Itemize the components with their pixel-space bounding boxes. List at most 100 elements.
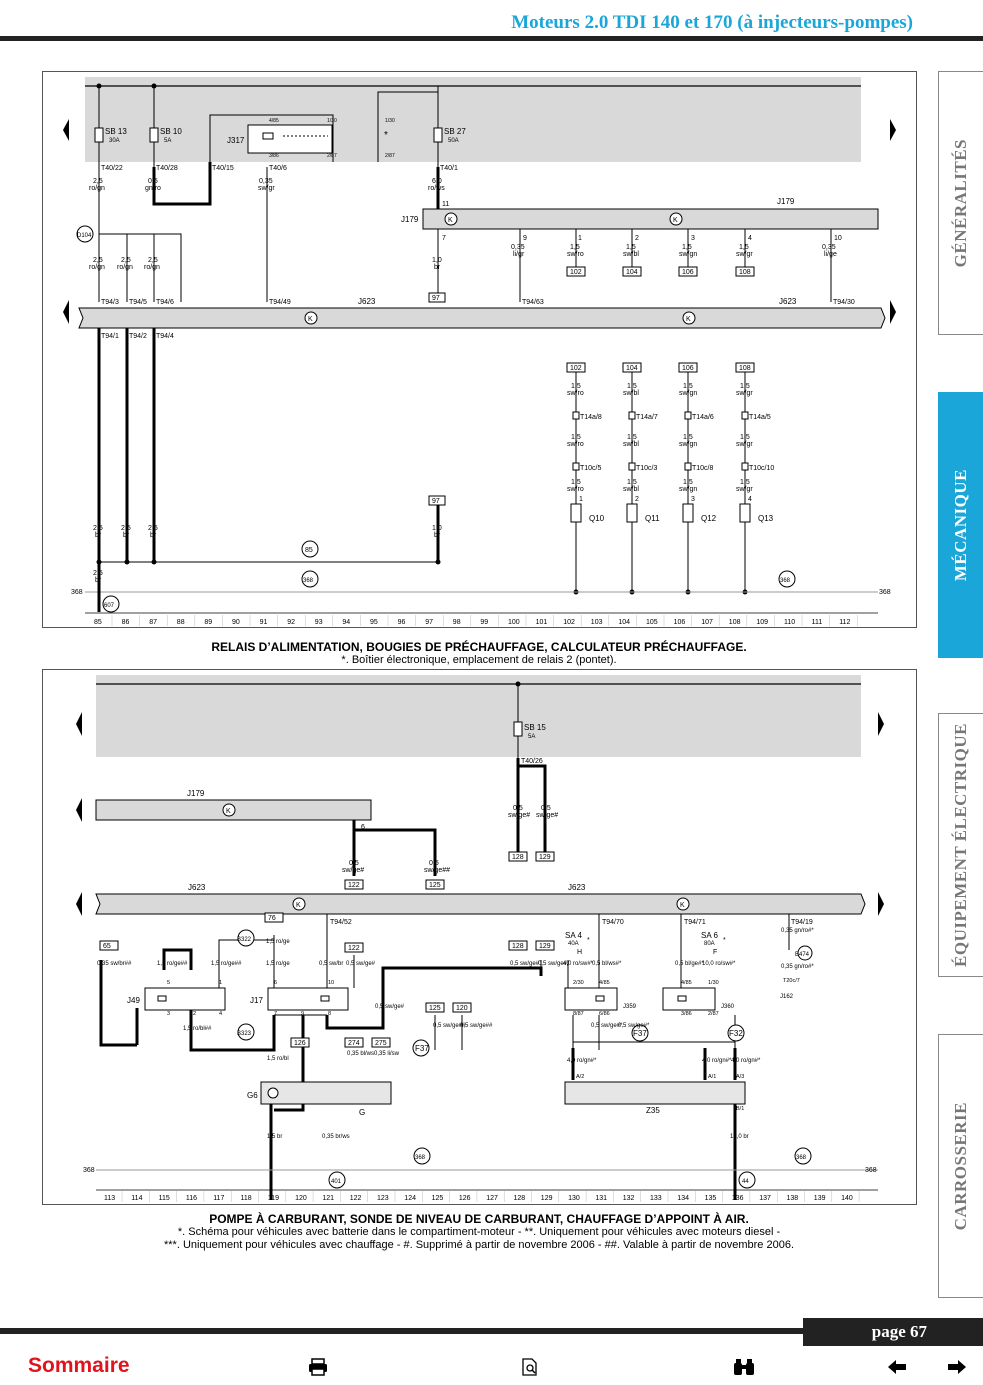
continue-right-arrow-icon[interactable]	[890, 119, 896, 141]
ref-box: 108	[739, 269, 751, 276]
pin-label: 10	[834, 235, 842, 242]
grid-number: 139	[814, 1195, 826, 1202]
grid-number: 91	[260, 619, 268, 626]
component-label: G	[359, 1108, 365, 1117]
fuse-sb27-label: SB 27	[444, 127, 466, 136]
wire-label: 0,5 sw/ge#	[538, 961, 568, 967]
relay-pin-label: 2/87	[327, 153, 337, 159]
j179-label-right: J179	[777, 197, 795, 206]
pin-label: 3	[167, 1011, 170, 1017]
diagram-1-note: *. Boîtier électronique, emplacement de …	[341, 654, 617, 666]
continue-left-arrow-icon[interactable]	[76, 892, 82, 916]
ref-box: 97	[432, 498, 440, 505]
connector-pin	[741, 462, 749, 471]
ground-point-label: 368	[796, 1155, 807, 1161]
continue-left-arrow-icon[interactable]	[76, 798, 82, 822]
tab-carrosserie[interactable]: CARROSSERIE	[938, 1034, 983, 1298]
grid-number: 90	[232, 619, 240, 626]
pin-label: 7	[274, 1011, 277, 1017]
glow-plug-label: Q13	[758, 514, 774, 523]
grid-number: 132	[623, 1195, 635, 1202]
continue-right-arrow-icon[interactable]	[878, 892, 884, 916]
ground-point-label: 44	[742, 1179, 749, 1185]
connector-f32	[727, 1024, 745, 1042]
fuse-sb27-rating: 50A	[448, 138, 459, 144]
relay-pin-label: 3/86	[269, 153, 279, 159]
grid-number: 121	[322, 1195, 334, 1202]
fuse-sa4-rating: 40A	[568, 941, 579, 947]
ref-box	[264, 912, 284, 923]
wire-section: 0,5	[429, 860, 439, 867]
grid-number: 138	[787, 1195, 799, 1202]
grid-number: 86	[122, 619, 130, 626]
sommaire-link[interactable]: Sommaire	[28, 1354, 130, 1377]
ref-box-label: 275	[375, 1040, 387, 1047]
wire-color: br	[434, 532, 441, 539]
wire-section: 1,0	[432, 257, 442, 264]
relay-j49	[144, 987, 226, 1011]
pin-label: H	[577, 949, 582, 956]
tab-generalites[interactable]: GÉNÉRALITÉS	[938, 71, 983, 335]
k-marker: K	[686, 316, 691, 323]
grid-number: 109	[756, 619, 768, 626]
wire-label: 0,35 bl/ws	[347, 1051, 374, 1057]
pin-label: 4/85	[681, 980, 692, 986]
grid-number: 113	[104, 1195, 115, 1202]
wire-label: 0,5 sw/br	[319, 961, 343, 967]
wire-label: 0,5 bl/ws#*	[592, 961, 622, 967]
grid-number: 115	[159, 1195, 170, 1202]
grid-number: 119	[268, 1195, 279, 1202]
wire-label: 10,0 ro/sw#*	[702, 961, 736, 967]
ground-point-label: 607	[104, 603, 115, 609]
wire-color: br	[150, 532, 157, 539]
wire-color: sw/ge#	[536, 812, 558, 819]
relay-j317-label: J317	[227, 136, 245, 145]
tab-equipement-electrique[interactable]: ÉQUIPEMENT ÉLECTRIQUE	[938, 713, 983, 977]
wire-section: 1,5	[740, 479, 750, 486]
wire-color: sw/gr	[258, 185, 275, 192]
component-label: B323	[237, 1031, 252, 1037]
ref-box-label: 128	[512, 943, 524, 950]
page-header-title: Moteurs 2.0 TDI 140 et 170 (à injecteurs…	[511, 12, 913, 33]
component-label: F32	[729, 1029, 743, 1038]
component-label: B474	[795, 952, 810, 958]
search-binoculars-icon[interactable]	[732, 1357, 756, 1377]
tab-mecanique[interactable]: MÉCANIQUE	[938, 392, 983, 658]
pin-label: 4/85	[599, 980, 610, 986]
wire-color: sw/ro	[567, 441, 584, 448]
pin-label: 3/86	[681, 1011, 692, 1017]
connector-label: T10c/5	[580, 465, 602, 472]
ecu-j623-label: J623	[568, 883, 586, 892]
wire-color: sw/ge#	[342, 867, 364, 874]
continue-left-arrow-icon[interactable]	[76, 712, 82, 736]
grid-number: 129	[541, 1195, 553, 1202]
continue-left-arrow-icon[interactable]	[63, 119, 69, 141]
grid-number: 125	[432, 1195, 444, 1202]
document-icon[interactable]	[519, 1357, 541, 1377]
continue-right-arrow-icon[interactable]	[878, 712, 884, 736]
continue-left-arrow-icon[interactable]	[63, 300, 69, 324]
ecu-j623-label: J623	[188, 883, 206, 892]
wire-section: 2,5	[121, 525, 131, 532]
fuse-sb13-rating: 30A	[109, 138, 120, 144]
wire-section: 0,5	[349, 860, 359, 867]
grid-number: 118	[241, 1195, 252, 1202]
grid-number: 108	[729, 619, 741, 626]
grid-number: 102	[563, 619, 575, 626]
print-icon[interactable]	[307, 1357, 329, 1377]
wire-color: sw/gr	[736, 251, 753, 258]
connector-d104-label: D104	[77, 233, 92, 239]
connector-label: T40/22	[101, 165, 123, 172]
pin-label: 4	[748, 496, 752, 503]
j179-label-left: J179	[401, 215, 419, 224]
connector-label: T10c/10	[749, 465, 774, 472]
pin-label: T94/4	[156, 333, 174, 340]
arrow-left-icon[interactable]	[886, 1357, 908, 1377]
wire-section: 1,5	[739, 244, 749, 251]
tab-carrosserie-label: CARROSSERIE	[951, 1101, 970, 1231]
wire-section: 0,5	[541, 805, 551, 812]
arrow-right-icon[interactable]	[946, 1357, 968, 1377]
wire-label: 1,5 ro/ge##	[211, 961, 242, 967]
diagram-1-caption: RELAIS D’ALIMENTATION, BOUGIES DE PRÉCHA…	[42, 640, 916, 667]
continue-right-arrow-icon[interactable]	[890, 300, 896, 324]
